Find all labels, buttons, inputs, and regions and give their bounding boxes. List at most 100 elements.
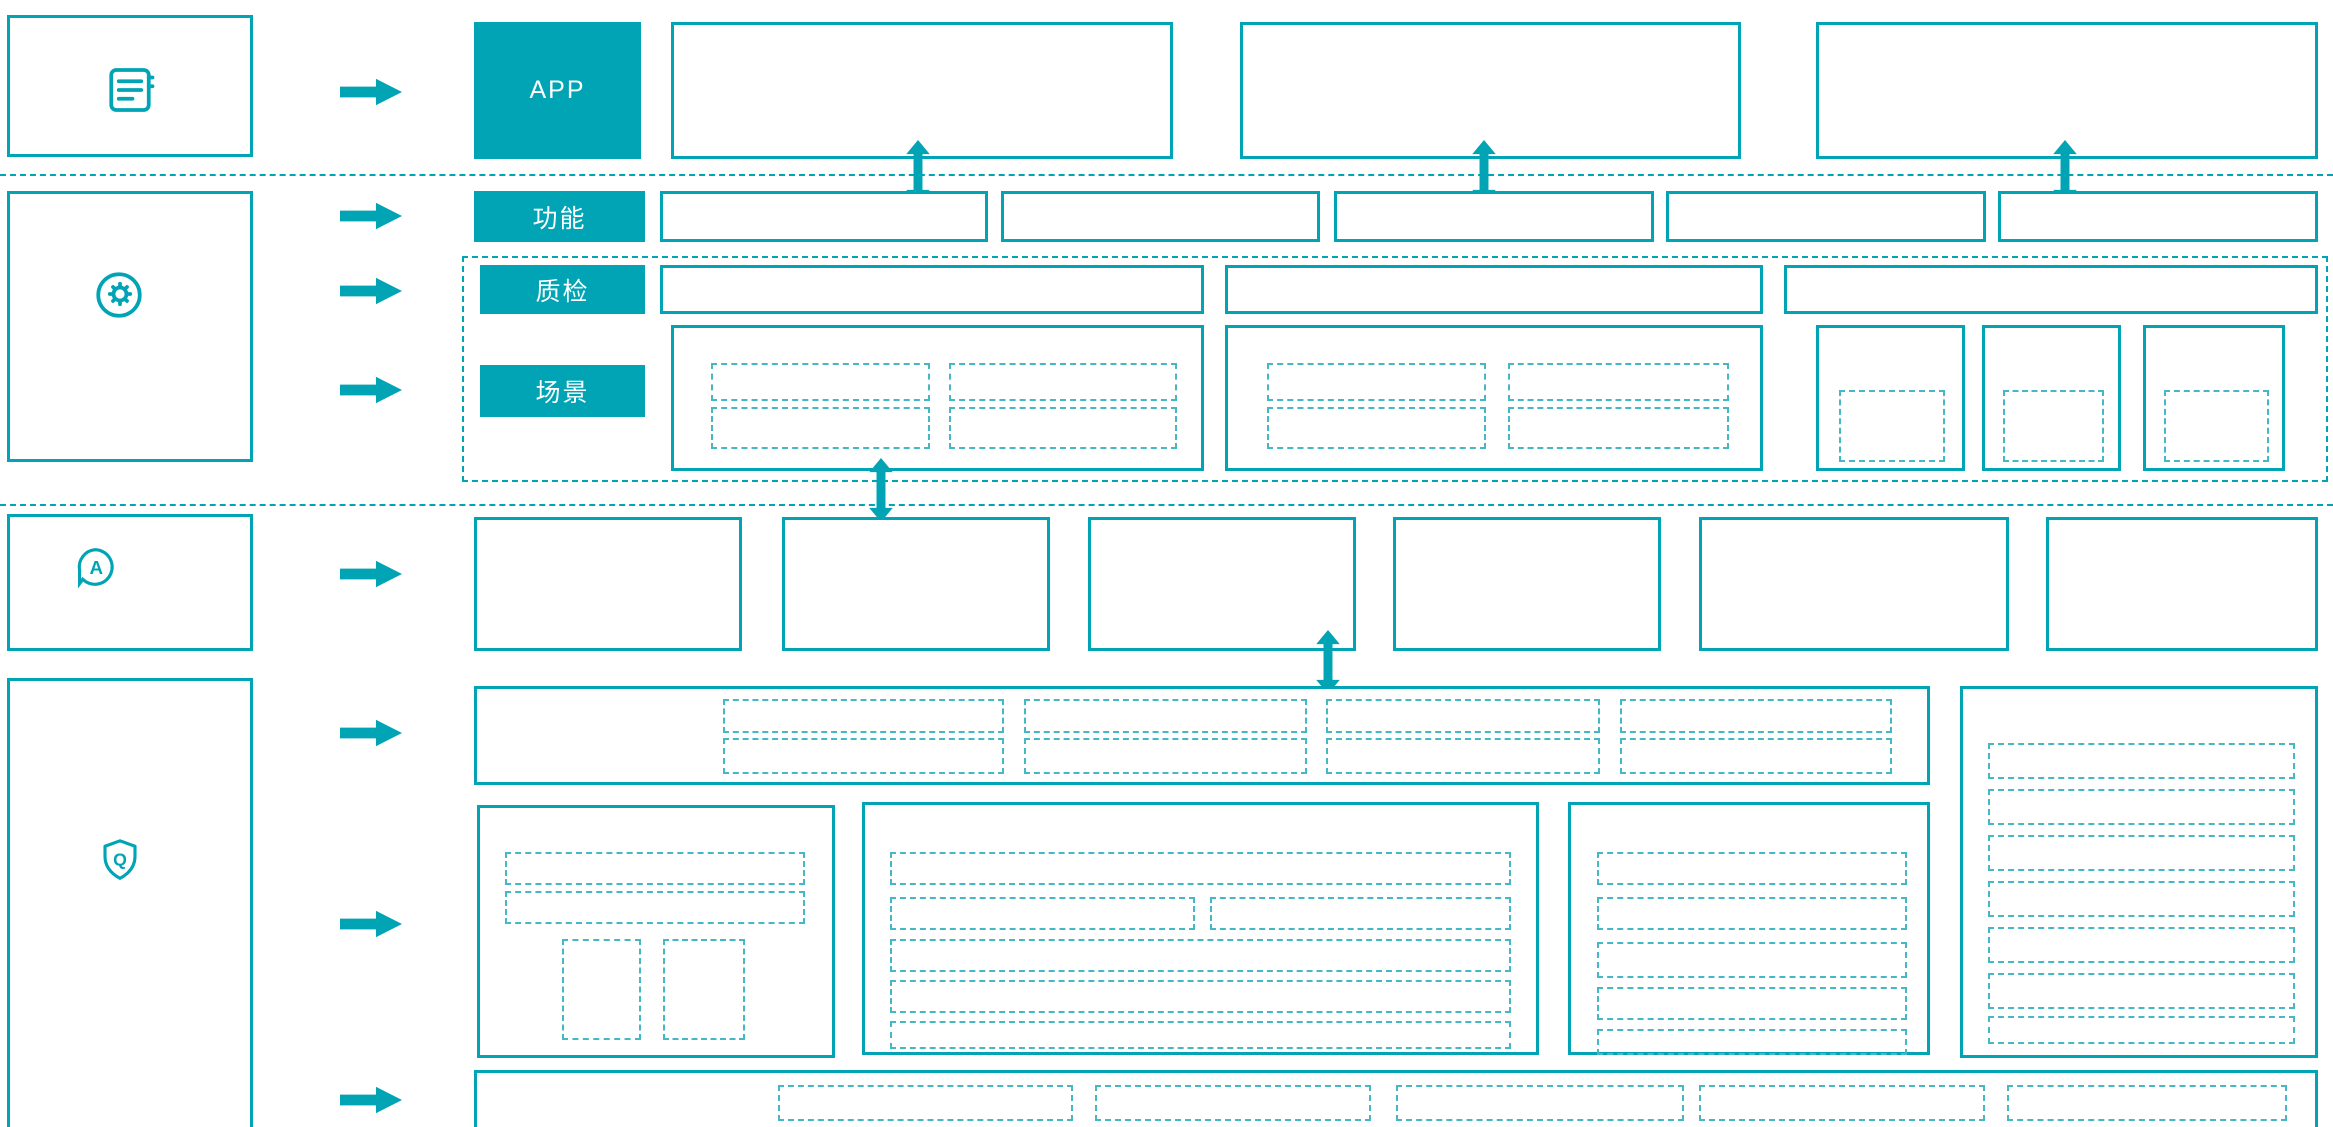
function-label-box: 功能: [474, 191, 645, 242]
flow-arrow: [340, 560, 402, 588]
scene-slot: [949, 407, 1177, 449]
module-slot: [1597, 1029, 1907, 1055]
svg-text:A: A: [89, 557, 103, 578]
left-panel-ai: A: [7, 514, 253, 651]
engine-slot: [723, 699, 1004, 733]
stack-slot: [1988, 927, 2295, 963]
left-panel-quality: Q: [7, 678, 253, 1127]
scene-group-box: [1816, 325, 1965, 471]
scene-slot: [1508, 363, 1729, 401]
scene-slot: [949, 363, 1177, 401]
bottom-slot: [1699, 1085, 1985, 1121]
function-row-box: [660, 191, 988, 242]
left-panel-service: [7, 191, 253, 462]
process-row-box: [1088, 517, 1356, 651]
scene-group-box: [1982, 325, 2121, 471]
scene-slot: [2003, 390, 2104, 462]
inspection-row-box: [1225, 265, 1763, 314]
module-slot: [1597, 897, 1907, 930]
app-row-box: [1816, 22, 2318, 159]
scene-slot: [711, 363, 930, 401]
engine-slot: [1024, 738, 1307, 774]
scene-slot: [1267, 407, 1486, 449]
app-row-box: [1240, 22, 1741, 159]
engine-slot: [723, 738, 1004, 774]
bottom-slot: [778, 1085, 1073, 1121]
bottom-slot: [1396, 1085, 1684, 1121]
bottom-slot: [1095, 1085, 1371, 1121]
engine-slot: [1620, 699, 1892, 733]
inspection-label-box: 质检: [480, 265, 645, 314]
bottom-slot: [2007, 1085, 2287, 1121]
module-slot: [890, 980, 1511, 1013]
right-stack-box: [1960, 686, 2318, 1058]
module-box-left: [477, 805, 835, 1058]
process-row-box: [1393, 517, 1661, 651]
module-box-center: [862, 802, 1539, 1055]
flow-arrow: [340, 910, 402, 938]
module-slot: [1597, 852, 1907, 885]
function-row-box: [1334, 191, 1654, 242]
engine-slot: [1024, 699, 1307, 733]
function-row-box: [1001, 191, 1320, 242]
process-row-box: [782, 517, 1050, 651]
layer-divider-line: [0, 174, 2333, 176]
scene-group-box: [671, 325, 1204, 471]
ai-assistant-icon: A: [70, 542, 120, 592]
module-slot: [505, 891, 805, 924]
module-slot: [890, 852, 1511, 885]
database-icon: [100, 60, 160, 120]
process-row-box: [474, 517, 742, 651]
engine-slot: [1326, 699, 1600, 733]
module-slot: [562, 939, 641, 1040]
stack-slot: [1988, 789, 2295, 825]
flow-arrow: [340, 376, 402, 404]
app-label-box: APP: [474, 22, 641, 159]
module-slot: [890, 897, 1195, 930]
stack-slot: [1988, 1016, 2295, 1044]
stack-slot: [1988, 835, 2295, 871]
function-row-box: [1998, 191, 2318, 242]
module-slot: [890, 1021, 1511, 1049]
bottom-band-box: [474, 1070, 2318, 1127]
engine-band-box: [474, 686, 1930, 785]
module-slot: [505, 852, 805, 885]
process-row-box: [1699, 517, 2009, 651]
module-slot: [1597, 987, 1907, 1020]
scene-group-box: [2143, 325, 2285, 471]
module-slot: [663, 939, 745, 1040]
scene-slot: [1839, 390, 1945, 462]
scene-slot: [711, 407, 930, 449]
stack-slot: [1988, 973, 2295, 1009]
module-slot: [1210, 897, 1511, 930]
svg-text:Q: Q: [113, 849, 127, 869]
stack-slot: [1988, 743, 2295, 779]
inspection-row-box: [1784, 265, 2318, 314]
flow-arrow: [340, 719, 402, 747]
flow-arrow: [340, 202, 402, 230]
scene-slot: [2164, 390, 2269, 462]
app-label: APP: [529, 76, 586, 104]
flow-arrow: [340, 277, 402, 305]
function-label: 功能: [532, 204, 587, 233]
service-agent-icon: [89, 265, 149, 325]
flow-arrow: [340, 78, 402, 106]
engine-slot: [1620, 738, 1892, 774]
app-row-box: [671, 22, 1173, 159]
module-box-right: [1568, 802, 1930, 1055]
scene-group-box: [1225, 325, 1763, 471]
left-panel-data: [7, 15, 253, 157]
module-slot: [890, 939, 1511, 972]
module-slot: [1597, 942, 1907, 978]
engine-slot: [1326, 738, 1600, 774]
inspection-label: 质检: [535, 277, 590, 306]
scene-label-box: 场景: [480, 365, 645, 417]
stack-slot: [1988, 881, 2295, 917]
scene-slot: [1267, 363, 1486, 401]
inspection-scene-group: [462, 256, 2328, 482]
scene-label: 场景: [535, 379, 590, 407]
function-row-box: [1666, 191, 1986, 242]
flow-arrow: [340, 1086, 402, 1114]
scene-slot: [1508, 407, 1729, 449]
